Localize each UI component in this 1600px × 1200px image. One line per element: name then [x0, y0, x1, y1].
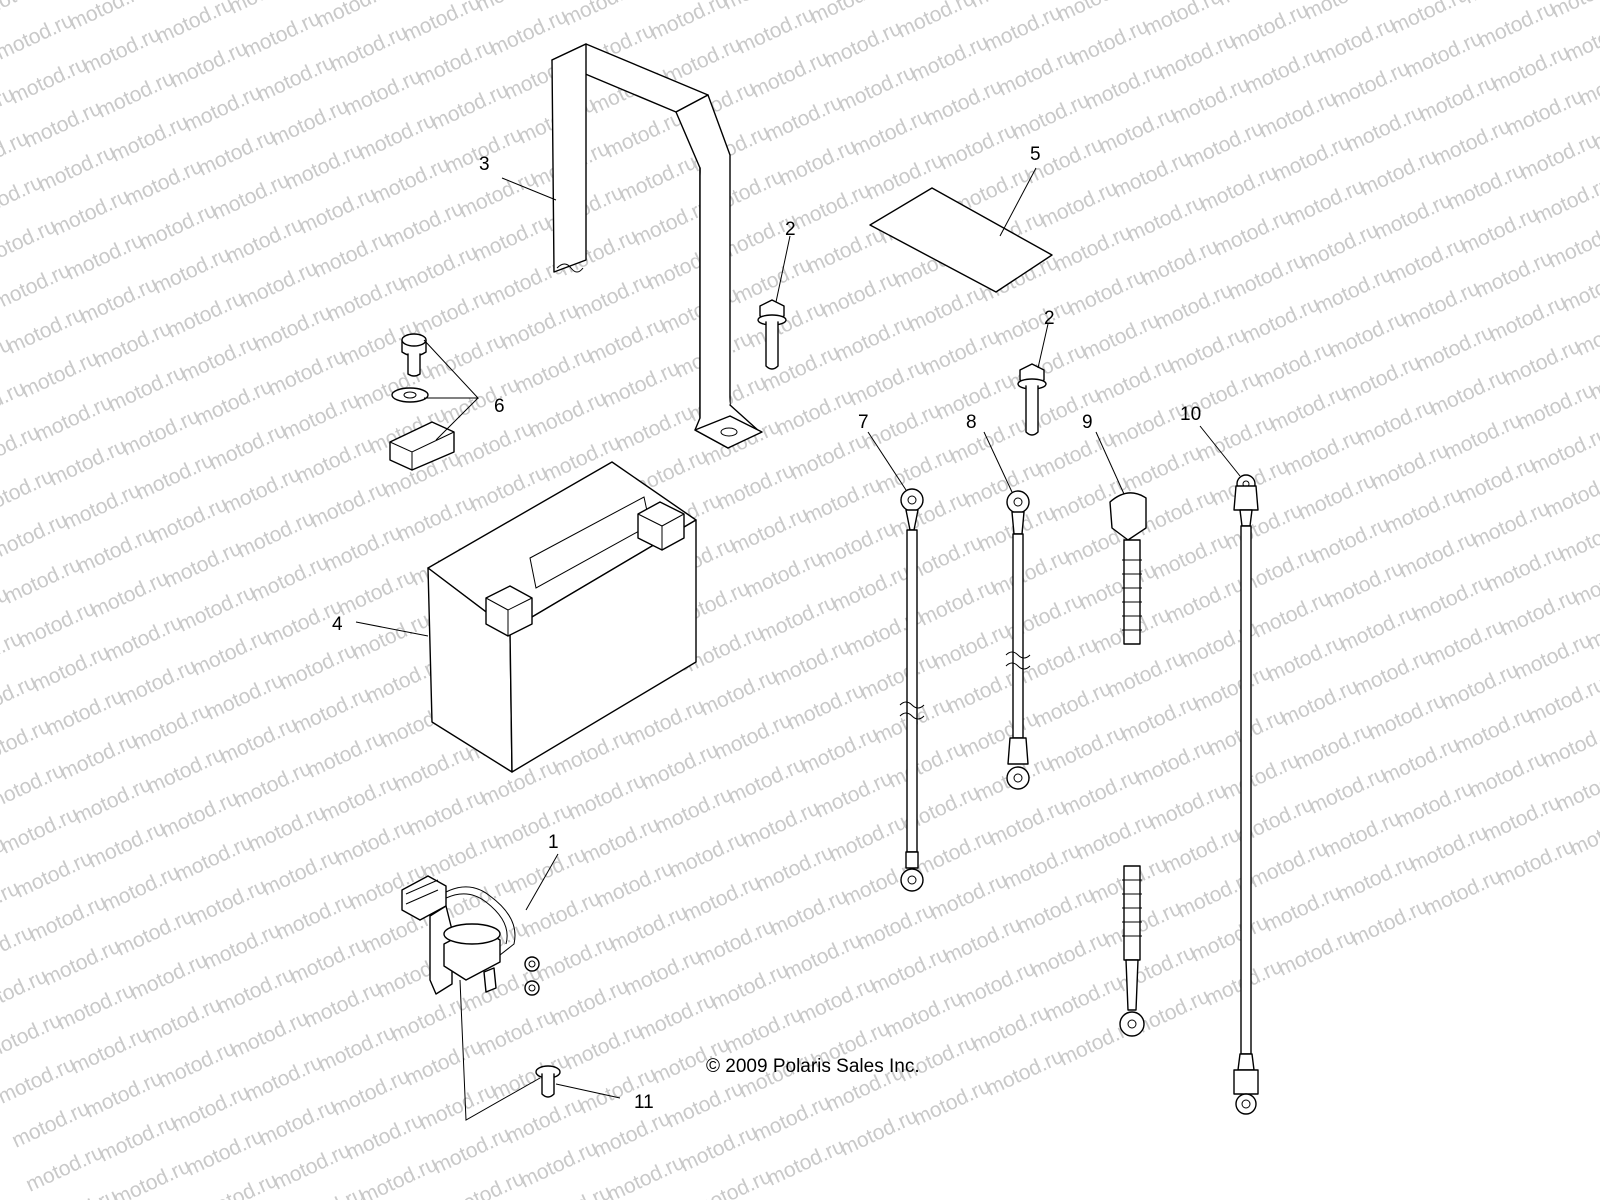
callouts: 3 5 2 2 6 4 1 7 8 9 10 11: [332, 144, 1201, 1113]
callout-2-lower: 2: [1044, 308, 1055, 329]
screw: [535, 1065, 561, 1098]
callout-11: 11: [634, 1092, 654, 1113]
cable-7: [899, 488, 925, 892]
starter-solenoid: [401, 875, 540, 996]
copyright-notice: © 2009 Polaris Sales Inc.: [706, 1056, 920, 1077]
callout-4: 4: [332, 614, 343, 635]
callout-3: 3: [479, 154, 490, 175]
callout-1: 1: [548, 832, 559, 853]
callout-5: 5: [1030, 144, 1041, 165]
bolt-lower: [1017, 363, 1047, 436]
battery-strap: [551, 43, 763, 449]
callout-10: 10: [1180, 404, 1201, 425]
callout-6: 6: [494, 396, 505, 417]
callout-7: 7: [858, 412, 869, 433]
callout-9: 9: [1082, 412, 1093, 433]
terminal-boot: [1109, 492, 1147, 1037]
hardware-kit: [389, 333, 455, 471]
decal: [869, 187, 1053, 293]
bolt-upper: [757, 299, 787, 370]
cable-10: [1233, 474, 1259, 1115]
leader-lines: [355, 167, 1241, 1121]
callout-2-upper: 2: [785, 219, 796, 240]
callout-8: 8: [966, 412, 977, 433]
battery: [427, 461, 697, 773]
cable-8: [1005, 490, 1031, 790]
